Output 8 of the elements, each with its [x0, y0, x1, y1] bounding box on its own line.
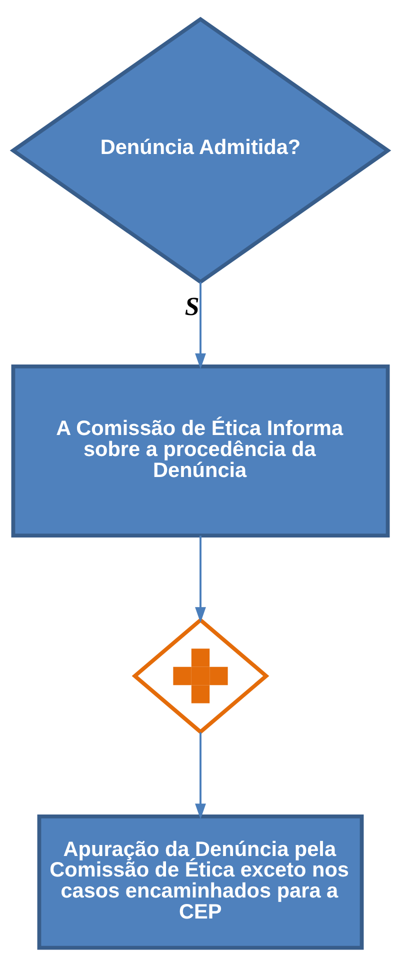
node-diamond — [132, 618, 270, 734]
node-box: Apuração da Denúncia pela Comissão de Ética exceto nos casos encaminhados para a CEP — [37, 814, 364, 950]
node-diamond: Denúncia Admitida? — [10, 16, 392, 284]
edge-label: S — [184, 292, 200, 322]
arrow — [195, 282, 206, 369]
arrow — [195, 732, 206, 820]
arrow — [195, 536, 206, 623]
node-box: A Comissão de Ética Informa sobre a procedência da Denúncia — [11, 364, 390, 538]
